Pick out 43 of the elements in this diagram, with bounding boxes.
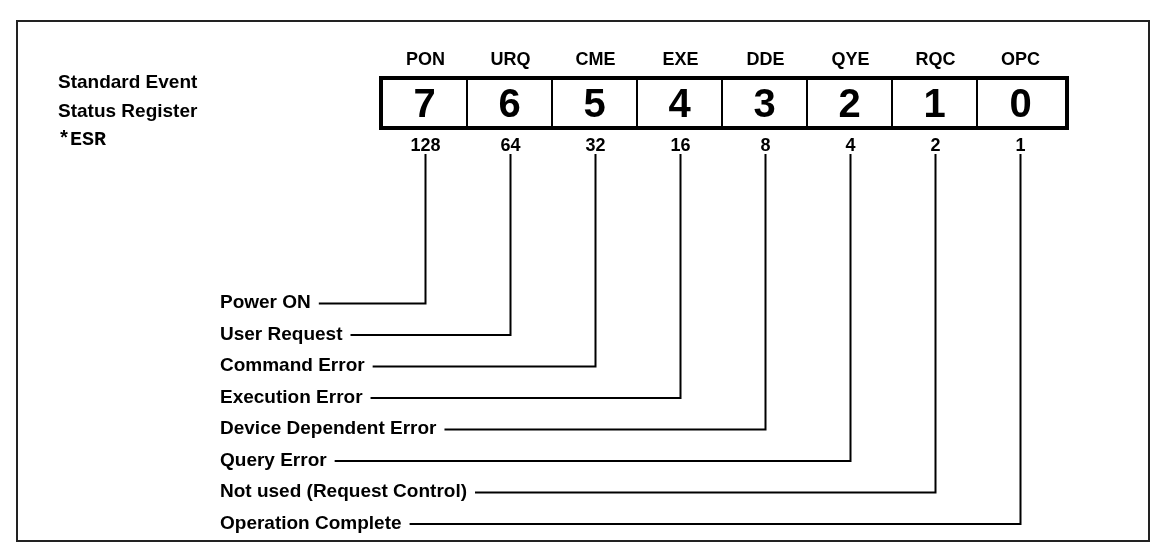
bit-cell: 4	[638, 76, 723, 130]
leader-line	[371, 153, 597, 368]
bit-description: User Request	[220, 323, 343, 343]
bit-cell: 1	[893, 76, 978, 130]
bit-cell: 6	[468, 76, 553, 130]
bit-description: Operation Complete	[220, 512, 402, 532]
leader-line	[333, 153, 852, 462]
bit-mnemonic: CME	[575, 50, 616, 71]
command-label: *ESR	[58, 130, 106, 150]
leader-line	[474, 153, 937, 494]
bit-mnemonic: OPC	[1001, 50, 1040, 71]
bit-mnemonic: PON	[406, 50, 445, 71]
bit-description: Not used (Request Control)	[220, 481, 467, 500]
bit-description: Power ON	[220, 292, 311, 311]
bit-cell: 2	[808, 76, 893, 130]
bit-description: Query Error	[220, 449, 327, 469]
bit-mnemonic: EXE	[662, 50, 699, 71]
bit-weight: 8	[760, 136, 771, 154]
bit-cell: 3	[723, 76, 808, 130]
bit-cell: 5	[553, 76, 638, 130]
bit-weight: 64	[500, 136, 521, 154]
leader-line	[317, 153, 427, 305]
register-title: Standard Event	[58, 72, 198, 91]
bit-weight: 1	[1015, 136, 1026, 154]
leader-line	[349, 153, 512, 336]
bit-description: Execution Error	[220, 386, 363, 406]
bit-weight: 4	[845, 136, 856, 154]
bit-weight: 32	[585, 136, 606, 154]
bit-cell: 7	[383, 76, 468, 130]
register-title: Status Register	[58, 101, 198, 120]
bit-mnemonic: DDE	[746, 50, 785, 71]
bit-mnemonic: RQC	[915, 50, 956, 71]
bit-mnemonic: QYE	[831, 50, 870, 71]
bit-cell-text: 0	[1008, 80, 1033, 127]
bit-description: Device Dependent Error	[220, 418, 437, 437]
bit-weight: 128	[410, 136, 441, 154]
bit-description: Command Error	[220, 355, 365, 374]
bit-weight: 16	[670, 136, 691, 154]
leader-line	[369, 153, 682, 399]
bit-weight: 2	[930, 136, 941, 154]
leader-line	[408, 153, 1022, 525]
bit-mnemonic: URQ	[490, 50, 531, 71]
leader-line	[443, 153, 767, 431]
